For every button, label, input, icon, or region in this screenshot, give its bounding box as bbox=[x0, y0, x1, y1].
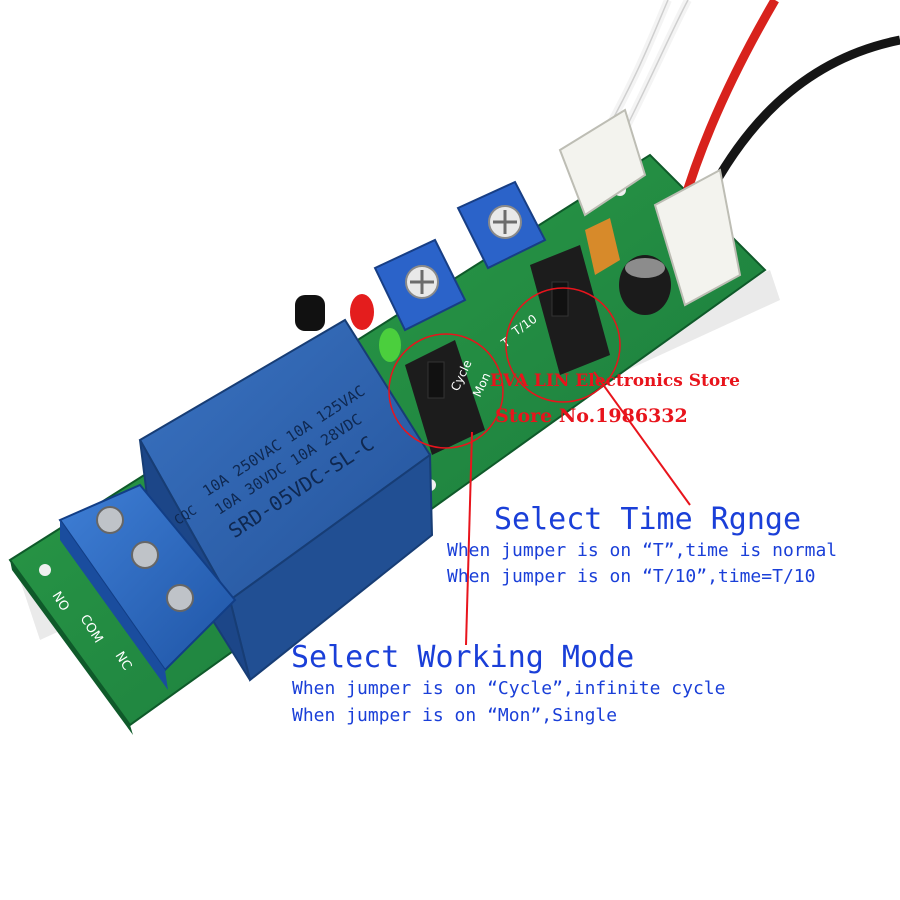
callout-circles bbox=[388, 287, 691, 646]
working-mode-line-2: When jumper is on “Mon”,Single bbox=[292, 705, 618, 726]
potentiometers bbox=[373, 180, 547, 332]
wires bbox=[604, 0, 900, 214]
time-range-callout-circle bbox=[505, 287, 621, 403]
working-mode-heading: Select Working Mode bbox=[291, 640, 635, 675]
time-range-line-1: When jumper is on “T”,time is normal bbox=[447, 540, 838, 561]
time-range-line-2: When jumper is on “T/10”,time=T/10 bbox=[447, 566, 816, 587]
watermark-store-number: Store No.1986332 bbox=[495, 405, 688, 427]
components bbox=[295, 218, 671, 362]
working-mode-line-1: When jumper is on “Cycle”,infinite cycle bbox=[292, 678, 726, 699]
connectors bbox=[558, 108, 742, 307]
watermark-store-name: EVA LIN Electronics Store bbox=[490, 371, 740, 391]
working-mode-callout-line bbox=[465, 431, 473, 646]
jumper-blocks bbox=[405, 245, 610, 455]
time-range-heading: Select Time Rgnge bbox=[494, 502, 802, 537]
time-range-callout-line bbox=[593, 371, 691, 506]
relay: 10A 250VAC 10A 125VAC 10A 30VDC 10A 28VD… bbox=[138, 318, 434, 682]
working-mode-callout-circle bbox=[388, 333, 504, 449]
